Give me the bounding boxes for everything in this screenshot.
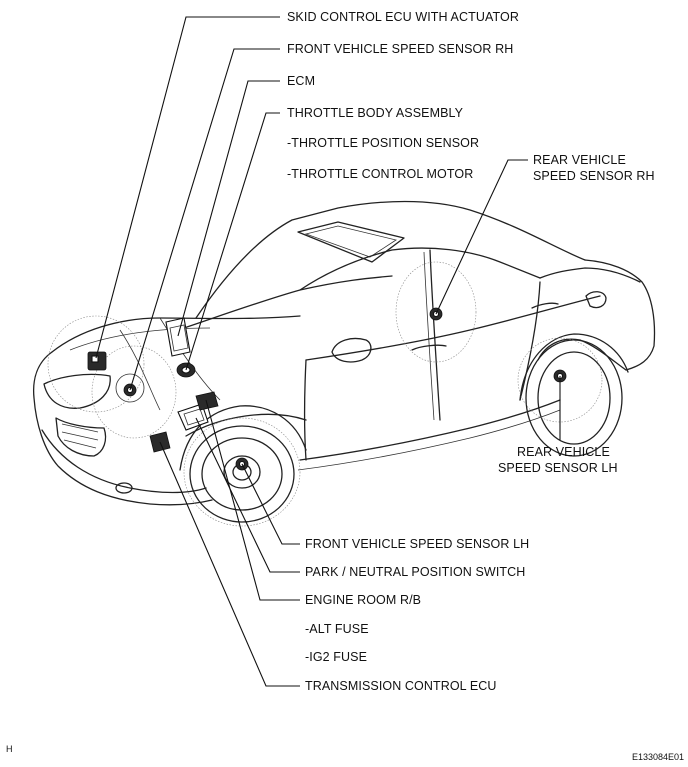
label-front-speed-sensor-rh: FRONT VEHICLE SPEED SENSOR RH — [287, 42, 513, 56]
callout-labels: SKID CONTROL ECU WITH ACTUATOR FRONT VEH… — [287, 10, 655, 693]
car-illustration — [32, 200, 656, 506]
leader-lines — [95, 16, 561, 687]
label-transmission-ecu: TRANSMISSION CONTROL ECU — [305, 679, 497, 693]
highlight-circles — [47, 315, 603, 527]
leader-transmission-ecu — [159, 441, 300, 687]
label-ecm: ECM — [287, 74, 315, 88]
rear-right-wheel-hidden — [395, 261, 477, 363]
label-skid-control-ecu: SKID CONTROL ECU WITH ACTUATOR — [287, 10, 519, 24]
engine-room-rb-part — [195, 391, 219, 411]
park-neutral-switch-part — [177, 403, 209, 431]
leader-ecm — [177, 80, 280, 337]
skid-control-ecu-part — [87, 351, 107, 371]
leader-front-speed-sensor-lh — [241, 463, 300, 545]
ecm-part — [165, 317, 191, 357]
label-alt-fuse: -ALT FUSE — [305, 622, 369, 636]
leader-skid-control-ecu — [95, 16, 280, 359]
rear-left-wheel — [525, 339, 623, 457]
leader-front-speed-sensor-rh — [129, 48, 280, 391]
corner-mark-right: E133084E01 — [632, 752, 684, 762]
leader-throttle-body — [185, 112, 280, 371]
leader-engine-room-rb — [205, 399, 300, 601]
front-left-wheel — [189, 425, 295, 523]
leader-rear-speed-sensor-rh — [435, 159, 528, 315]
corner-mark-left: H — [6, 744, 13, 754]
label-throttle-position-sensor: -THROTTLE POSITION SENSOR — [287, 136, 479, 150]
label-rear-speed-sensor-lh-line1: REAR VEHICLE — [517, 445, 610, 459]
label-throttle-control-motor: -THROTTLE CONTROL MOTOR — [287, 167, 473, 181]
label-park-neutral-switch: PARK / NEUTRAL POSITION SWITCH — [305, 565, 525, 579]
label-rear-speed-sensor-rh-line1: REAR VEHICLE — [533, 153, 626, 167]
label-throttle-body: THROTTLE BODY ASSEMBLY — [287, 106, 464, 120]
label-engine-room-rb: ENGINE ROOM R/B — [305, 593, 421, 607]
label-rear-speed-sensor-lh-line2: SPEED SENSOR LH — [498, 461, 618, 475]
label-ig2-fuse: -IG2 FUSE — [305, 650, 367, 664]
front-right-wheel-hidden — [91, 345, 177, 439]
label-front-speed-sensor-lh: FRONT VEHICLE SPEED SENSOR LH — [305, 537, 529, 551]
leader-park-neutral-switch — [195, 417, 300, 573]
label-rear-speed-sensor-rh-line2: SPEED SENSOR RH — [533, 169, 655, 183]
